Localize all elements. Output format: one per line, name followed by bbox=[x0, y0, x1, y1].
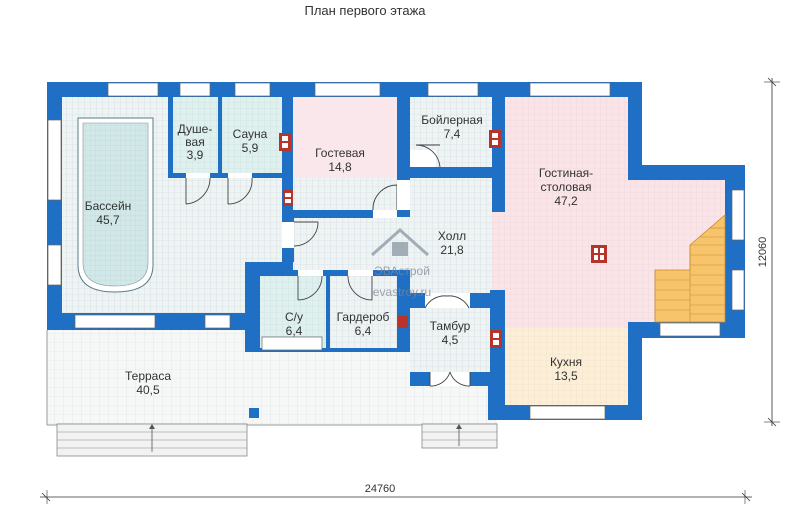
wc-name: С/у bbox=[285, 310, 303, 324]
plan-title: План первого этажа bbox=[304, 3, 426, 18]
vestibule-area: 4,5 bbox=[442, 333, 459, 347]
windows bbox=[47, 82, 745, 420]
wardrobe-floor bbox=[330, 276, 397, 348]
sauna-area: 5,9 bbox=[242, 141, 259, 155]
room-labels: Бассейн 45,7 Душе- вая 3,9 Сауна 5,9 Гос… bbox=[85, 113, 593, 397]
shower-name-line2: вая bbox=[185, 135, 204, 149]
shower-area: 3,9 bbox=[187, 148, 204, 162]
hall-area: 21,8 bbox=[440, 243, 464, 257]
terrace-name: Терраса bbox=[125, 369, 171, 383]
living-area: 47,2 bbox=[554, 194, 578, 208]
pool-area: 45,7 bbox=[96, 213, 120, 227]
pool-water bbox=[82, 122, 149, 287]
pool-name: Бассейн bbox=[85, 199, 132, 213]
living-hall-opening bbox=[492, 212, 505, 290]
vestibule-floor bbox=[410, 308, 490, 372]
watermark-logo: ЭВАстрой evastroy.ru bbox=[371, 227, 431, 299]
wc-floor bbox=[260, 276, 326, 348]
living-name-line1: Гостиная- bbox=[539, 166, 593, 180]
terrace-steps-right bbox=[421, 423, 498, 449]
terrace-column bbox=[249, 408, 259, 418]
shower-floor bbox=[173, 97, 218, 173]
shower-name-line1: Душе- bbox=[178, 122, 213, 136]
width-dimension bbox=[40, 490, 752, 504]
guest-area: 14,8 bbox=[328, 160, 352, 174]
sauna-name: Сауна bbox=[233, 127, 268, 141]
guest-name: Гостевая bbox=[315, 146, 365, 160]
hall-name: Холл bbox=[438, 229, 466, 243]
depth-dimension bbox=[764, 77, 780, 427]
living-name-line2: столовая bbox=[541, 180, 592, 194]
width-dimension-value: 24760 bbox=[365, 483, 396, 495]
kitchen-floor bbox=[505, 328, 628, 405]
watermark-logo-text: ЭВАстрой bbox=[374, 264, 430, 278]
doors bbox=[185, 144, 471, 387]
sauna-floor bbox=[222, 97, 282, 173]
terrace-steps-left bbox=[56, 423, 248, 457]
kitchen-area: 13,5 bbox=[554, 369, 578, 383]
kitchen-name: Кухня bbox=[550, 355, 582, 369]
boiler-area: 7,4 bbox=[444, 127, 461, 141]
vestibule-name: Тамбур bbox=[430, 319, 471, 333]
wardrobe-area: 6,4 bbox=[355, 324, 372, 338]
boiler-name: Бойлерная bbox=[421, 113, 482, 127]
wardrobe-name: Гардероб bbox=[337, 310, 390, 324]
terrace-area: 40,5 bbox=[136, 383, 160, 397]
fireplace-icons bbox=[279, 130, 607, 348]
staircase bbox=[654, 214, 726, 323]
wc-area: 6,4 bbox=[286, 324, 303, 338]
watermark-site: evastroy.ru bbox=[373, 285, 431, 299]
depth-dimension-value: 12060 bbox=[757, 237, 769, 268]
